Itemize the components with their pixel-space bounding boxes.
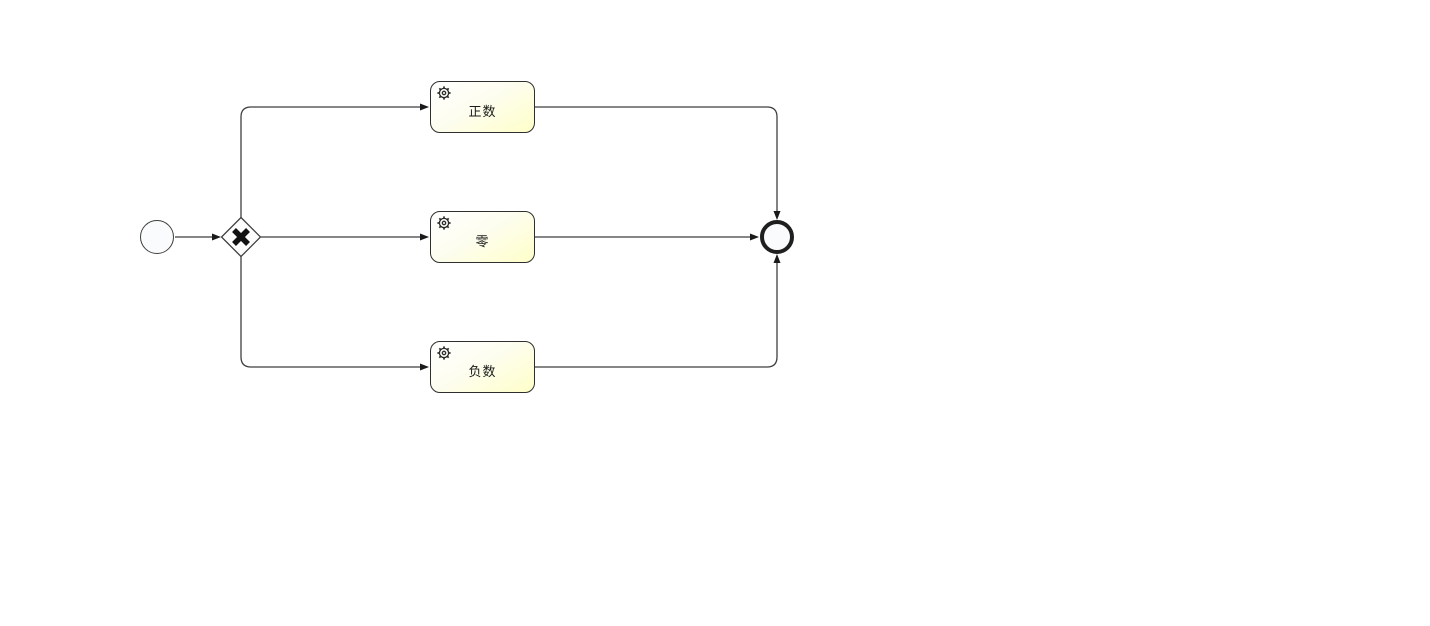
gear-icon xyxy=(437,346,451,360)
gear-icon xyxy=(437,86,451,100)
arrowhead-right xyxy=(420,363,429,371)
end-event[interactable] xyxy=(760,220,794,254)
task-zero[interactable]: 零 xyxy=(430,211,535,263)
arrowhead-up xyxy=(773,254,781,263)
arrowhead-down xyxy=(773,211,781,220)
flow-negative-to-end xyxy=(535,263,778,368)
task-label: 负数 xyxy=(468,365,497,380)
task-label: 正数 xyxy=(468,105,497,120)
flow-gateway-to-negative xyxy=(240,256,420,368)
x-cross-icon xyxy=(232,228,250,246)
arrowhead-right xyxy=(750,233,759,241)
exclusive-gateway[interactable] xyxy=(220,216,262,258)
flow-positive-to-end xyxy=(535,106,778,211)
arrowhead-right xyxy=(420,233,429,241)
task-label: 零 xyxy=(475,235,490,250)
flow-gateway-to-positive xyxy=(240,106,420,218)
start-event[interactable] xyxy=(140,220,174,254)
arrowhead-right xyxy=(420,103,429,111)
task-negative[interactable]: 负数 xyxy=(430,341,535,393)
gear-icon xyxy=(437,216,451,230)
task-positive[interactable]: 正数 xyxy=(430,81,535,133)
arrowhead-right xyxy=(212,233,221,241)
